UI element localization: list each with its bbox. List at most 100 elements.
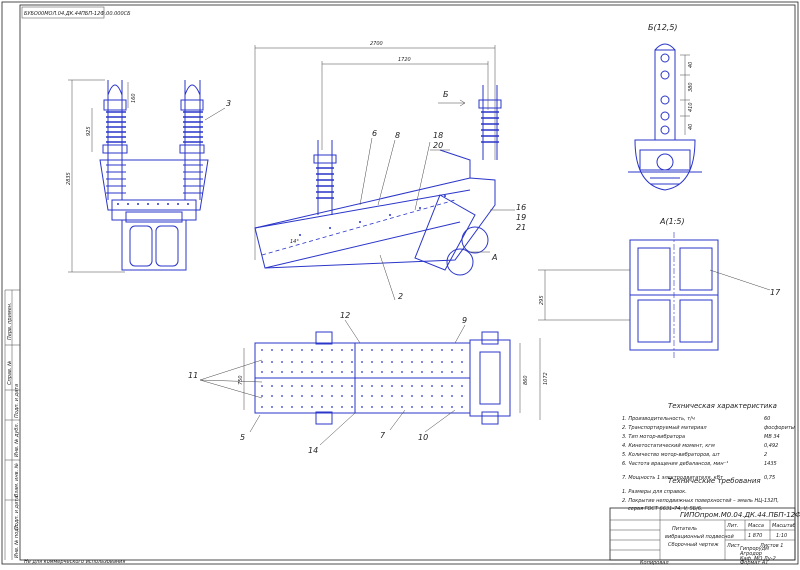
bolt-hole: [291, 406, 293, 408]
dim-160: 160: [131, 93, 137, 103]
bolt-hole: [371, 361, 373, 363]
title-name-2: вибрационный подвесной: [665, 534, 734, 540]
bolt-hole: [291, 385, 293, 387]
bottom-note: Не для коммерческого использования: [24, 559, 125, 565]
bolt-hole: [301, 395, 303, 397]
dim-40b: 40: [688, 124, 694, 130]
bolt-hole: [441, 406, 443, 408]
bolt-hole: [271, 406, 273, 408]
view-b-title: Б(12,5): [648, 23, 678, 32]
bolt-hole: [451, 361, 453, 363]
bolt-hole: [271, 361, 273, 363]
bolt-hole: [361, 361, 363, 363]
spec-row-label: 7. Мощность 1 электродвигателя, кВт: [622, 475, 724, 481]
bolt-hole: [381, 395, 383, 397]
title-sheet: Лист: [726, 543, 741, 549]
bolt-hole: [311, 361, 313, 363]
callout-2: 2: [398, 292, 403, 301]
bolt-hole: [461, 406, 463, 408]
bolt-hole: [381, 361, 383, 363]
bolt-hole: [321, 395, 323, 397]
dim-40a: 40: [688, 62, 694, 68]
spec-row-label: 6. Частота вращения дебалансов, мин⁻¹: [622, 461, 728, 467]
bolt-hole: [461, 361, 463, 363]
title-scale: 1:10: [776, 533, 787, 539]
bolt-hole: [291, 371, 293, 373]
bolt-hole: [451, 349, 453, 351]
bolt-hole: [371, 371, 373, 373]
bolt-hole: [271, 349, 273, 351]
callout-11: 11: [188, 371, 198, 380]
bolt-hole: [441, 349, 443, 351]
top-stamp: БУБО00МОЛ.04.ДК.44ПБП-12Ф.00.000СБ: [21, 6, 131, 19]
spec-row-value: МВ 34: [764, 434, 780, 440]
bolt-hole: [371, 349, 373, 351]
spec-row-label: 1. Производительность, т/ч: [622, 416, 695, 422]
bolt-hole: [391, 361, 393, 363]
bolt-hole: [331, 395, 333, 397]
dim-380: 380: [688, 82, 694, 92]
bolt-hole: [331, 385, 333, 387]
plan-view: 750 860 1072 11 12 9 5 7 10 14: [188, 311, 549, 455]
bolt-hole: [431, 371, 433, 373]
bolt-hole: [321, 371, 323, 373]
bolt-hole: [281, 385, 283, 387]
callout-17: 18: [433, 131, 443, 140]
bolt-hole: [421, 395, 423, 397]
tech-req-2: 2. Покрытие неподвижных поверхностей – э…: [622, 498, 779, 504]
callout-9: 9: [462, 316, 467, 325]
title-copied: Копировал: [640, 560, 669, 566]
view-a: А(1:5) 295 17: [538, 217, 781, 358]
bolt-hole: [391, 349, 393, 351]
bolt-hole: [451, 395, 453, 397]
callout-19: 20: [433, 141, 443, 150]
bolt-hole: [451, 385, 453, 387]
strip-perv: Перв. примен.: [7, 302, 13, 340]
bolt-hole: [371, 406, 373, 408]
bolt-hole: [361, 371, 363, 373]
bolt-hole: [261, 406, 263, 408]
bolt-hole: [341, 406, 343, 408]
callout-10: 10: [418, 433, 428, 442]
bolt-hole: [421, 361, 423, 363]
tech-req-title: Технические требования: [668, 477, 761, 485]
bolt-hole: [261, 349, 263, 351]
spec-row-label: 4. Кинетостатический момент, кгм: [622, 443, 715, 449]
bolt-hole: [331, 361, 333, 363]
dim-410: 410: [688, 102, 694, 112]
title-mass: 1 870: [748, 533, 762, 539]
arrow-b-label: Б: [443, 90, 449, 99]
bolt-hole: [391, 395, 393, 397]
bolt-hole: [281, 361, 283, 363]
spec-row-value: 0,492: [764, 443, 778, 449]
title-name-1: Питатель: [672, 526, 697, 532]
bolt-hole: [461, 395, 463, 397]
title-format: Формат А1: [740, 560, 768, 566]
title-org-3: Каф. МО Ду-2: [740, 556, 776, 562]
bolt-hole: [371, 385, 373, 387]
dim-1072: 1072: [543, 372, 549, 385]
spec-row-value: 2: [764, 452, 767, 458]
spec-row-label: 2. Транспортируемый материал: [622, 425, 707, 431]
tech-req-1: 1. Размеры для справок.: [622, 489, 687, 495]
bolt-hole: [301, 361, 303, 363]
title-name-3: Сборочный чертеж: [668, 542, 719, 548]
bolt-hole: [441, 361, 443, 363]
bolt-hole: [291, 361, 293, 363]
inner-frame: [19, 4, 796, 561]
bolt-hole: [311, 371, 313, 373]
bolt-hole: [321, 406, 323, 408]
bolt-hole: [431, 385, 433, 387]
bolt-hole: [411, 361, 413, 363]
bolt-hole: [361, 385, 363, 387]
dim-925: 925: [86, 126, 92, 136]
bolt-hole: [361, 349, 363, 351]
callout-5: 6: [372, 129, 377, 138]
spec-row-label: 3. Тип мотор-вибратора: [622, 434, 685, 440]
bolt-hole: [271, 385, 273, 387]
callout-8: 7: [380, 431, 386, 440]
dim-750: 750: [238, 375, 244, 385]
bolt-hole: [441, 371, 443, 373]
